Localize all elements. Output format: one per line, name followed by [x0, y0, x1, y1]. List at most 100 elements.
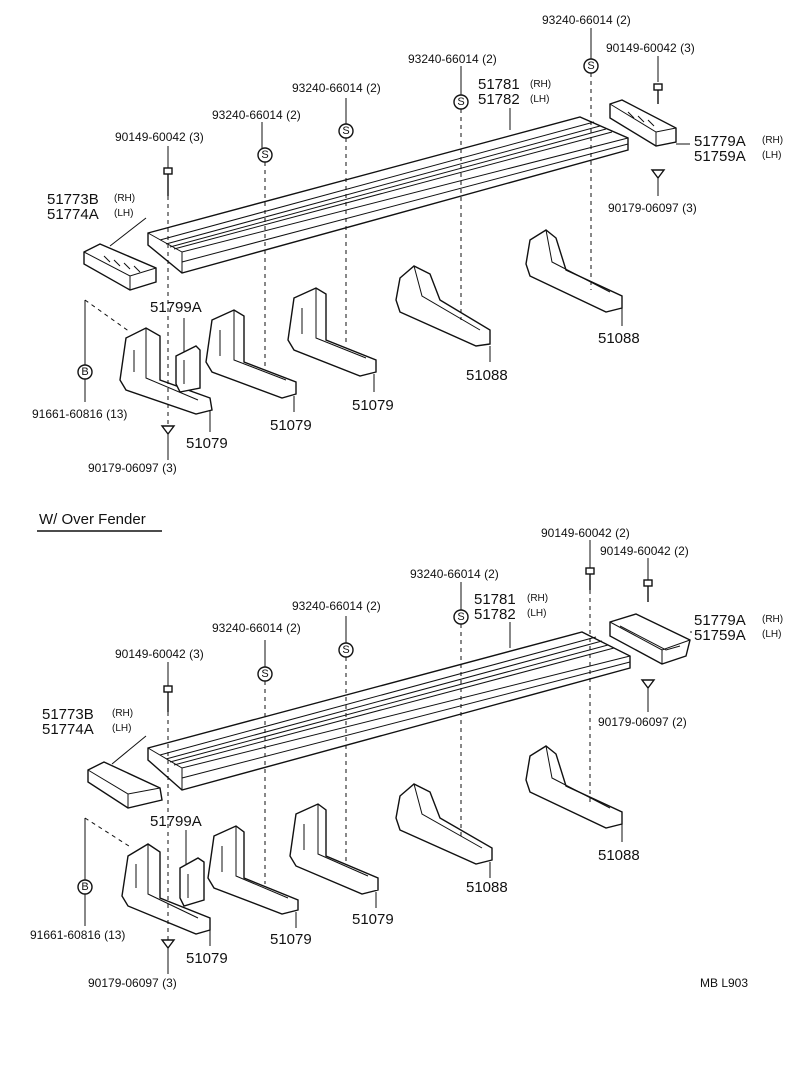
svg-text:B: B: [81, 881, 88, 893]
label-clip-top: 91661-60816 (13): [32, 407, 127, 421]
stay-2-top: [205, 309, 297, 399]
front-cap-top: [83, 243, 157, 291]
label-bracket-51799a-bottom: 51799A: [150, 813, 202, 830]
label-rear-cap-lh-bottom: 51759A: [694, 627, 746, 644]
label-stay-1-top: 51079: [186, 435, 228, 452]
bolt-right-top: [653, 83, 663, 104]
label-screw-left-bottom: 93240-66014 (2): [212, 621, 301, 635]
svg-text:S: S: [261, 668, 268, 680]
bolt-left-bottom: [163, 685, 173, 712]
label-rear-cap-rh-bottom: 51779A: [694, 612, 746, 629]
label-stay-4-top: 51088: [466, 367, 508, 384]
label-screw-right-top: 93240-66014 (2): [542, 13, 631, 27]
label-rear-cap-rh-top: 51779A: [694, 133, 746, 150]
label-stay-2-top: 51079: [270, 417, 312, 434]
label-board-lh-top: 51782: [478, 91, 520, 108]
label-rear-cap-lh-side-top: (LH): [762, 150, 781, 161]
stay-1-bottom: [121, 843, 211, 935]
label-bracket-51799a-top: 51799A: [150, 299, 202, 316]
svg-text:W/ Over Fender: W/ Over Fender: [39, 511, 146, 528]
nut-left-top: [160, 425, 176, 436]
nut-left-bottom: [160, 939, 176, 950]
label-nut-left-top: 90179-06097 (3): [88, 461, 177, 475]
label-rear-cap-lh-side-bottom: (LH): [762, 629, 781, 640]
label-clip-bottom: 91661-60816 (13): [30, 928, 125, 942]
label-bolt-right-1-bottom: 90149-60042 (2): [541, 526, 630, 540]
label-front-cap-lh-bottom: 51774A: [42, 721, 94, 738]
labels-top: 93240-66014 (2) 90149-60042 (3) 93240-66…: [32, 13, 783, 475]
nut-right-bottom: [640, 679, 656, 690]
running-board-bottom: [147, 631, 631, 791]
stay-4-bottom: [395, 783, 493, 865]
clip-symbol-bottom: B: [77, 879, 93, 895]
label-screw-mid-right-top: 93240-66014 (2): [408, 52, 497, 66]
top-assembly: S S S S B: [32, 13, 783, 475]
label-board-rh-side-bottom: (RH): [527, 593, 548, 604]
running-board-top: [147, 116, 629, 274]
bolt-right-2-bottom: [643, 579, 653, 602]
label-stay-5-top: 51088: [598, 330, 640, 347]
label-rear-cap-rh-side-bottom: (RH): [762, 614, 783, 625]
bracket-51799a-top: [175, 345, 201, 393]
screw-symbol-mid-right-bottom: S: [453, 609, 469, 625]
label-front-cap-rh-bottom: 51773B: [42, 706, 94, 723]
label-bolt-left-bottom: 90149-60042 (3): [115, 647, 204, 661]
label-nut-left-bottom: 90179-06097 (3): [88, 976, 177, 990]
label-stay-2-bottom: 51079: [270, 931, 312, 948]
label-nut-right-top: 90179-06097 (3): [608, 201, 697, 215]
screw-symbol-mid-top: S: [338, 123, 354, 139]
label-stay-5-bottom: 51088: [598, 847, 640, 864]
svg-text:S: S: [261, 149, 268, 161]
bolt-right-1-bottom: [585, 567, 595, 590]
diagram-code: MB L903: [700, 976, 748, 990]
label-board-rh-bottom: 51781: [474, 591, 516, 608]
label-bolt-right-top: 90149-60042 (3): [606, 41, 695, 55]
leader-lines-top: [84, 28, 690, 460]
screw-symbol-mid-right-top: S: [453, 94, 469, 110]
clip-symbol-top: B: [77, 364, 93, 380]
svg-text:S: S: [342, 125, 349, 137]
bolt-left-top: [163, 167, 173, 196]
label-screw-mid-bottom: 93240-66014 (2): [292, 599, 381, 613]
stay-5-top: [525, 229, 623, 313]
label-stay-4-bottom: 51088: [466, 879, 508, 896]
screw-symbol-left-bottom: S: [257, 666, 273, 682]
rear-cap-top: [609, 99, 677, 147]
rear-cap-bottom: [609, 613, 691, 665]
label-nut-right-bottom: 90179-06097 (2): [598, 715, 687, 729]
screw-symbol-mid-bottom: S: [338, 642, 354, 658]
label-board-lh-side-top: (LH): [530, 94, 549, 105]
label-rear-cap-rh-side-top: (RH): [762, 135, 783, 146]
svg-text:B: B: [81, 366, 88, 378]
front-cap-bottom: [87, 761, 163, 809]
svg-text:S: S: [457, 611, 464, 623]
stay-2-bottom: [207, 825, 299, 915]
label-front-cap-rh-side-bottom: (RH): [112, 708, 133, 719]
stay-4-top: [395, 265, 491, 347]
label-stay-3-top: 51079: [352, 397, 394, 414]
label-front-cap-lh-side-bottom: (LH): [112, 723, 131, 734]
svg-text:S: S: [587, 60, 594, 72]
stay-5-bottom: [525, 745, 623, 829]
svg-text:S: S: [342, 644, 349, 656]
label-rear-cap-lh-top: 51759A: [694, 148, 746, 165]
bracket-51799a-bottom: [179, 857, 205, 907]
label-bolt-left-top: 90149-60042 (3): [115, 130, 204, 144]
label-bolt-right-2-bottom: 90149-60042 (2): [600, 544, 689, 558]
label-stay-1-bottom: 51079: [186, 950, 228, 967]
label-board-rh-top: 51781: [478, 76, 520, 93]
labels-bottom: 90149-60042 (2) 90149-60042 (2) 93240-66…: [30, 526, 783, 990]
stay-3-bottom: [289, 803, 379, 895]
label-board-lh-side-bottom: (LH): [527, 608, 546, 619]
nut-right-top: [650, 169, 666, 180]
stay-3-top: [287, 287, 377, 377]
label-board-rh-side-top: (RH): [530, 79, 551, 90]
label-front-cap-lh-side-top: (LH): [114, 208, 133, 219]
label-screw-left-top: 93240-66014 (2): [212, 108, 301, 122]
label-front-cap-rh-top: 51773B: [47, 191, 99, 208]
screw-symbol-left-top: S: [257, 147, 273, 163]
stay-1-top: [119, 327, 213, 415]
section-title-over-fender: W/ Over Fender: [37, 511, 162, 532]
leader-lines-bottom: [84, 540, 692, 974]
